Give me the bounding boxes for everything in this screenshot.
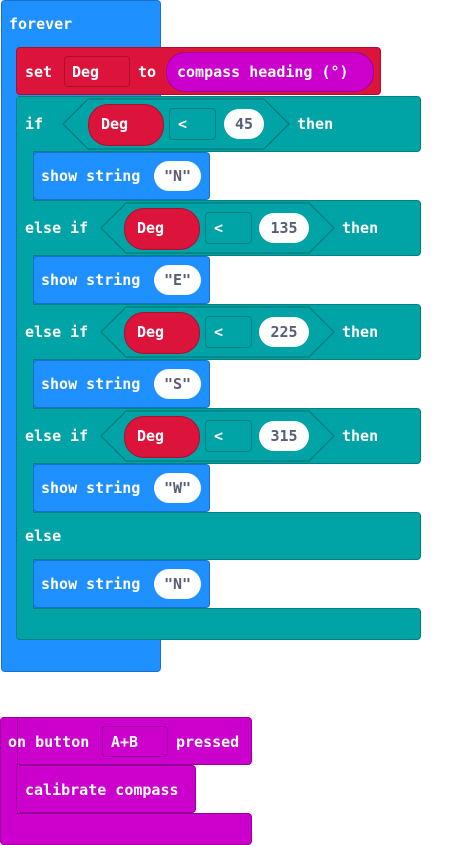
to-label: to (138, 63, 157, 81)
operator-label-2: < (214, 219, 224, 237)
else-if-label-1: else if (25, 219, 89, 237)
number-input-3[interactable]: 225 (259, 317, 309, 347)
show-string-label-1: show string (41, 167, 141, 185)
operator-label-4: < (214, 427, 224, 445)
operator-label-3: < (214, 323, 224, 341)
number-input-2[interactable]: 135 (259, 213, 309, 243)
string-input-1[interactable]: "N" (154, 161, 201, 191)
show-string-label-2: show string (41, 271, 141, 289)
deg-variable-2[interactable] (124, 208, 200, 250)
on-button-pressed-bottom (0, 813, 252, 845)
show-string-label-3: show string (41, 375, 141, 393)
operator-dropdown-4[interactable] (205, 420, 252, 452)
on-button-pressed-block[interactable] (0, 717, 252, 765)
number-input-1[interactable]: 45 (224, 109, 264, 139)
then-label-3: then (342, 323, 379, 341)
deg-variable-label-1: Deg (101, 115, 129, 133)
calibrate-compass-block[interactable] (16, 765, 196, 813)
deg-variable-3[interactable] (124, 312, 200, 354)
string-input-3[interactable]: "S" (154, 369, 201, 399)
string-input-2[interactable]: "E" (154, 265, 201, 295)
compass-heading-reporter[interactable] (166, 52, 374, 92)
else-arm[interactable] (16, 512, 421, 560)
operator-dropdown-2[interactable] (205, 212, 252, 244)
set-label: set (25, 63, 53, 81)
string-input-5[interactable]: "N" (154, 569, 201, 599)
button-dropdown-ab[interactable] (102, 726, 168, 757)
show-string-label-5: show string (41, 575, 141, 593)
button-dropdown-label: A+B (111, 733, 139, 751)
if-block-bottom (16, 608, 421, 640)
else-label: else (25, 527, 62, 545)
then-label-4: then (342, 427, 379, 445)
operator-label-1: < (178, 115, 188, 133)
else-if-label-3: else if (25, 427, 89, 445)
forever-label: forever (9, 15, 73, 33)
show-string-label-4: show string (41, 479, 141, 497)
deg-variable-1[interactable] (88, 104, 164, 146)
deg-variable-label-4: Deg (137, 427, 165, 445)
deg-variable-label-2: Deg (137, 219, 165, 237)
deg-variable-label-3: Deg (137, 323, 165, 341)
then-label-1: then (297, 115, 334, 133)
on-button-label: on button (8, 733, 90, 751)
string-input-4[interactable]: "W" (154, 473, 201, 503)
pressed-label: pressed (176, 733, 240, 751)
then-label-2: then (342, 219, 379, 237)
if-label: if (25, 115, 44, 133)
number-input-4[interactable]: 315 (259, 421, 309, 451)
compass-heading-label: compass heading (°) (177, 63, 349, 81)
operator-dropdown-1[interactable] (169, 108, 216, 140)
deg-variable-4[interactable] (124, 416, 200, 458)
operator-dropdown-3[interactable] (205, 316, 252, 348)
else-if-label-2: else if (25, 323, 89, 341)
variable-dropdown-label: Deg (72, 63, 100, 81)
variable-dropdown-deg[interactable] (64, 56, 130, 87)
calibrate-compass-label: calibrate compass (25, 781, 179, 799)
